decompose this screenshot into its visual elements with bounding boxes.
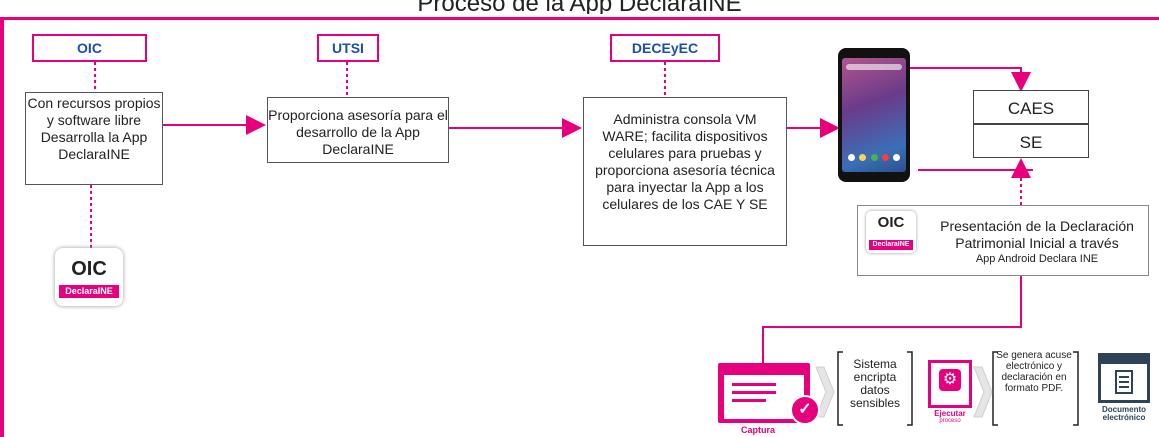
sistema-text: Sistema encripta datos sensibles <box>849 357 901 410</box>
bracket-right-2 <box>1073 351 1079 426</box>
actor-label-utsi: UTSI <box>317 34 379 62</box>
bracket-right-1 <box>907 351 913 426</box>
chevron-1 <box>815 366 835 418</box>
captura-window <box>724 375 804 419</box>
bracket-left-2 <box>992 351 998 426</box>
phone-image <box>838 48 910 182</box>
page-title: Proceso de la App DeclaraINE <box>417 0 742 14</box>
oic-logo-large: OIC DeclaraINE <box>55 248 123 306</box>
chevron-2 <box>973 366 993 418</box>
check-icon: ✓ <box>790 395 820 425</box>
output-se: SE <box>973 124 1089 158</box>
oic-logo-small-tag: DeclaraINE <box>869 240 913 250</box>
actor-label-oic: OIC <box>32 34 147 62</box>
oic-logo-small-text: OIC <box>877 214 905 231</box>
phone-screen <box>842 58 906 172</box>
oic-logo-large-text: OIC <box>71 258 107 280</box>
gear-icon: ⚙ <box>939 369 961 391</box>
bracket-left-1 <box>837 351 843 426</box>
top-frame <box>0 0 1159 20</box>
captura-icon: ✓ <box>718 363 820 425</box>
step-decevec: Administra consola VM WARE; facilita dis… <box>583 97 787 246</box>
ejecutar-icon: ⚙ <box>928 360 972 408</box>
ejecutar-label: Ejecutar <box>934 409 966 418</box>
phone-dock <box>848 154 900 162</box>
arrow-phone-caes <box>902 67 1031 92</box>
presentation-box: OIC DeclaraINE Presentación de la Declar… <box>857 205 1149 276</box>
step-oic: Con recursos propios y software libre De… <box>25 92 163 185</box>
phone-search-bar <box>846 64 902 70</box>
proceso-label: proceso <box>939 418 961 424</box>
oic-logo-small: OIC DeclaraINE <box>866 211 916 253</box>
captura-label: Captura <box>740 425 775 435</box>
presentation-subtitle: App Android Declara INE <box>975 253 1099 265</box>
genera-text: Se genera acuse electrónico y declaració… <box>996 350 1072 394</box>
line-presentation-captura <box>762 276 1022 363</box>
left-frame-bar <box>0 18 4 437</box>
oic-logo-large-tag: DeclaraINE <box>59 285 119 298</box>
presentation-title: Presentación de la Declaración Patrimoni… <box>940 218 1134 251</box>
actor-label-decevec: DECEyEC <box>610 34 720 62</box>
documento-icon <box>1098 353 1150 403</box>
step-utsi: Proporciona asesoría para el desarrollo … <box>267 97 449 163</box>
documento-label: Documento electrónico <box>1102 405 1146 422</box>
output-caes: CAES <box>973 90 1089 124</box>
